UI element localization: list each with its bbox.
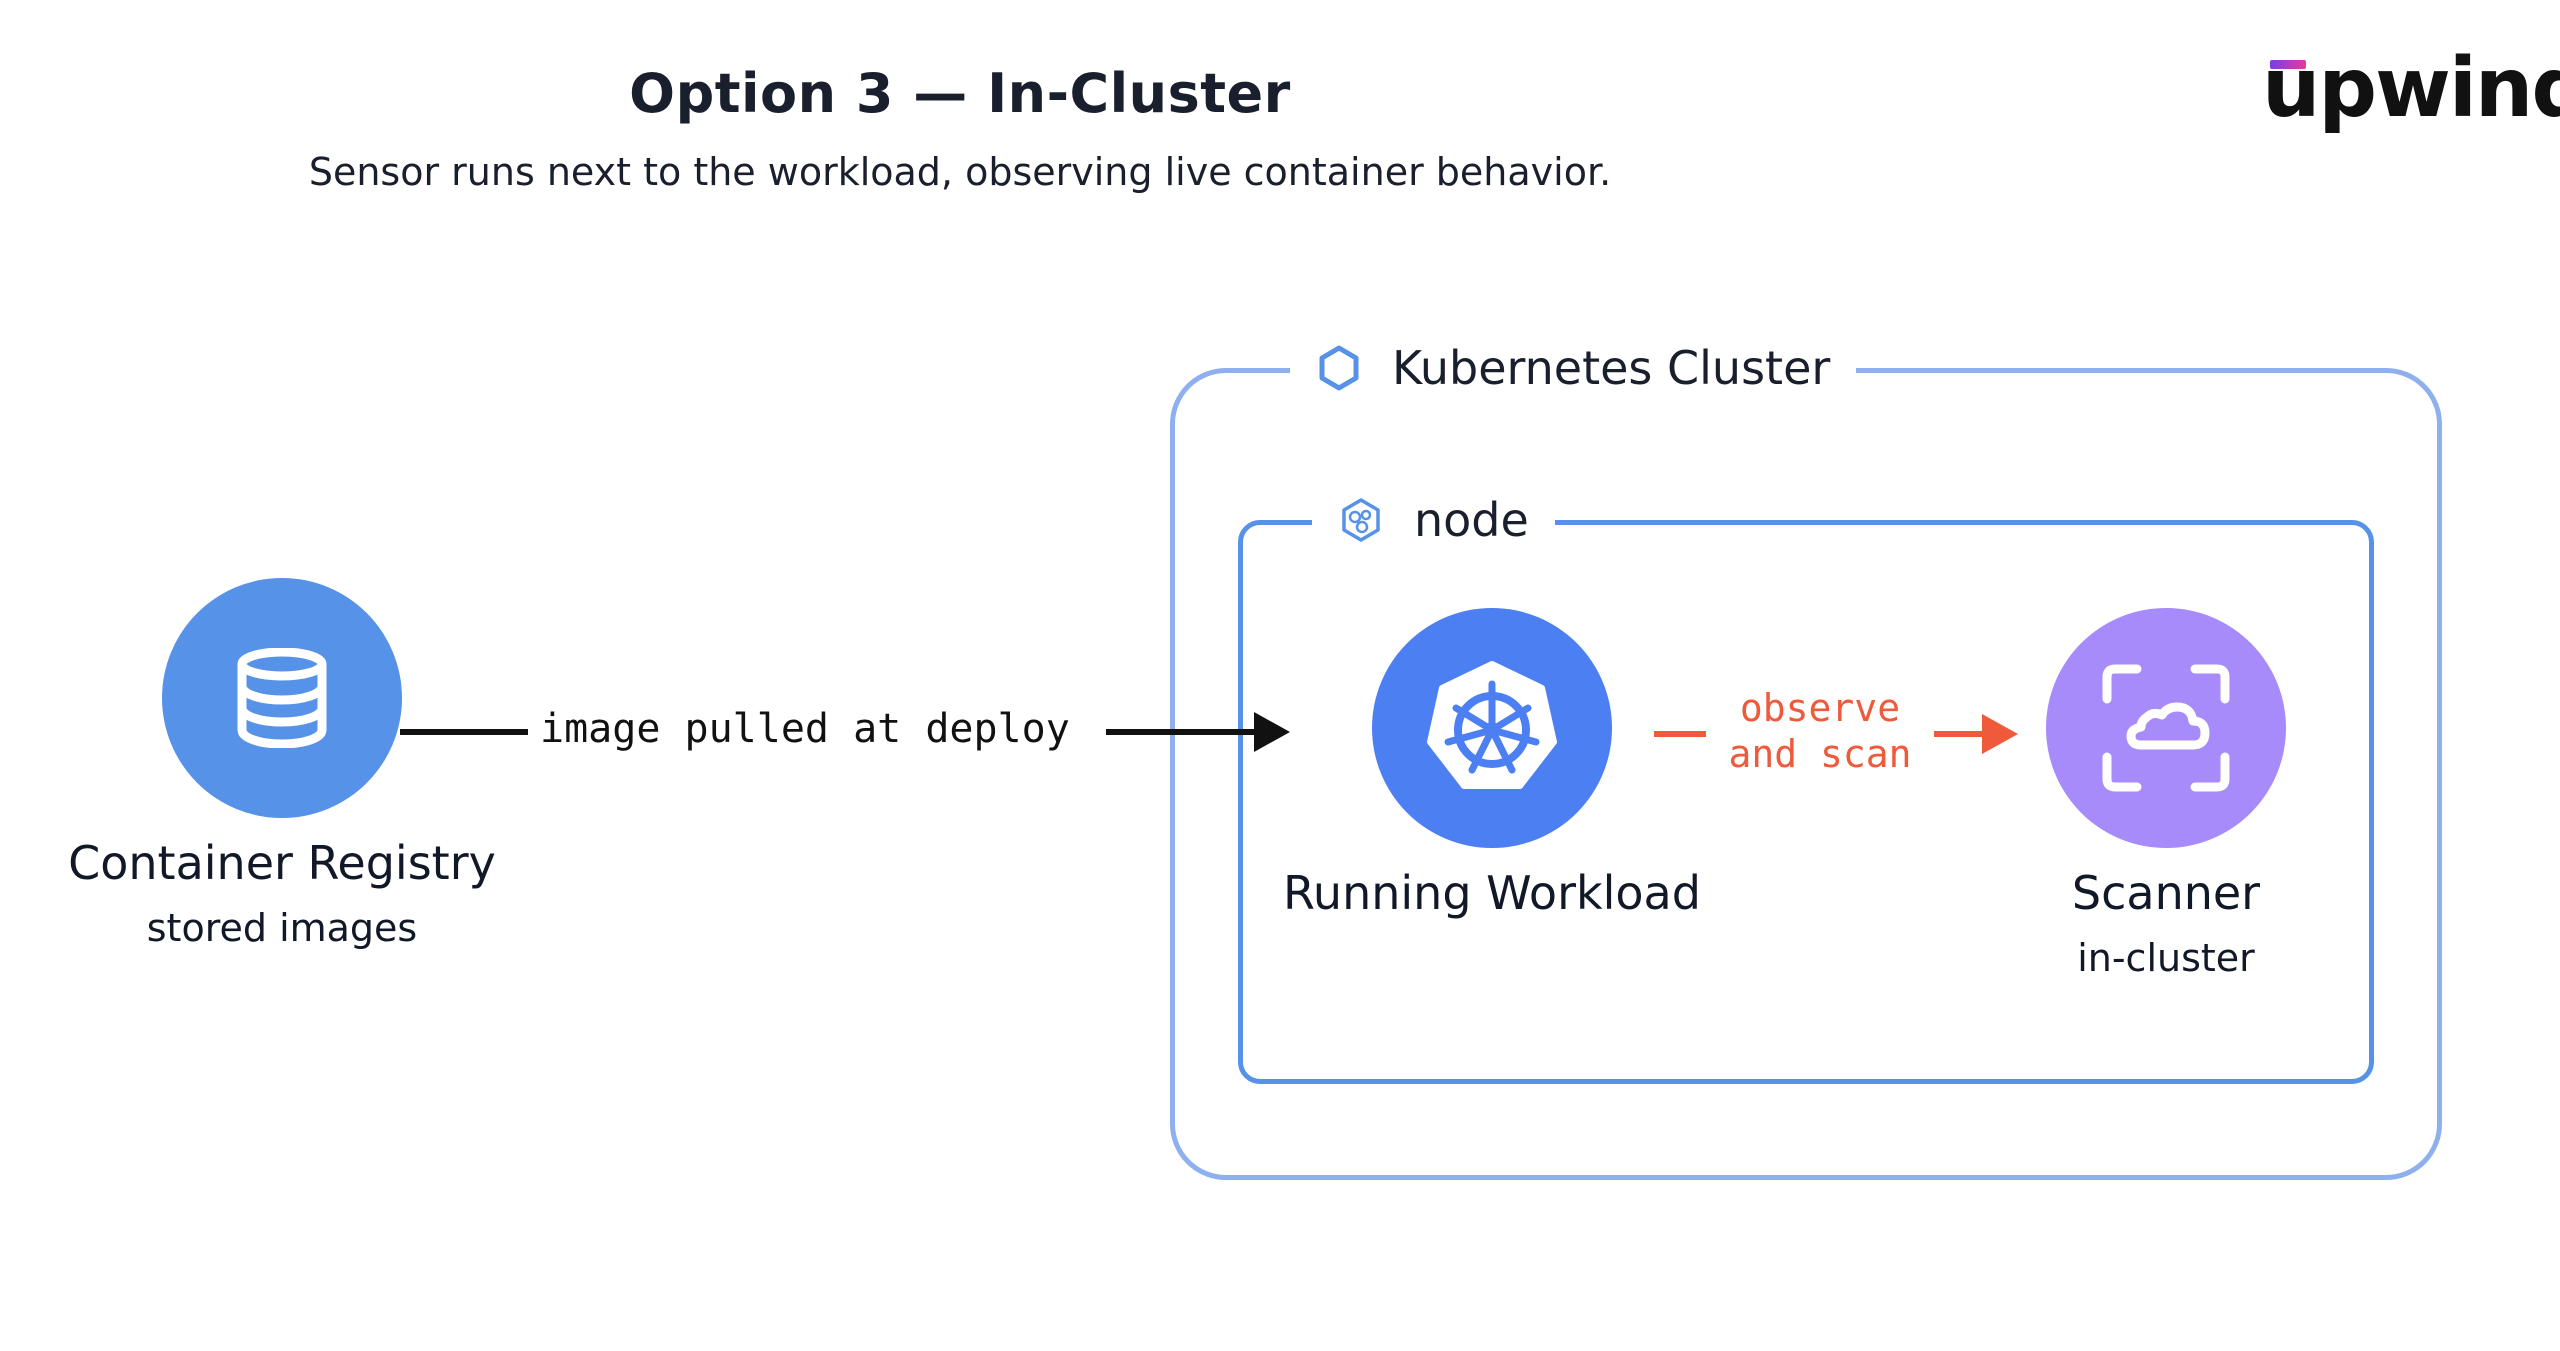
kubernetes-cluster-label: Kubernetes Cluster bbox=[1290, 336, 1857, 400]
scanner-node bbox=[2046, 608, 2286, 848]
pull-arrow-label: image pulled at deploy bbox=[540, 706, 1070, 752]
container-registry-node bbox=[162, 578, 402, 818]
diagram-title: Option 3 — In-Cluster bbox=[629, 62, 1291, 125]
scanner-subtitle: in-cluster bbox=[2077, 936, 2255, 980]
pull-arrow-line-left bbox=[400, 729, 528, 735]
diagram-subtitle: Sensor runs next to the workload, observ… bbox=[308, 150, 1612, 194]
kubernetes-helm-icon bbox=[1422, 658, 1562, 798]
container-registry-title: Container Registry bbox=[68, 836, 496, 890]
kubernetes-hexagon-icon bbox=[1316, 345, 1362, 391]
observe-label-line2: and scan bbox=[1728, 732, 1912, 776]
running-workload-title: Running Workload bbox=[1283, 866, 1701, 920]
scanner-title: Scanner bbox=[2071, 866, 2261, 920]
node-frame bbox=[1238, 520, 2374, 1084]
pull-arrowhead-icon bbox=[1254, 712, 1290, 752]
node-title: node bbox=[1414, 493, 1529, 547]
database-icon bbox=[234, 648, 330, 748]
observe-arrowhead-icon bbox=[1982, 714, 2018, 754]
observe-arrow-line-right bbox=[1934, 731, 1984, 737]
node-icon bbox=[1338, 497, 1384, 543]
cloud-scan-icon bbox=[2101, 663, 2231, 793]
pull-arrow-line-right bbox=[1106, 729, 1256, 735]
running-workload-node bbox=[1372, 608, 1612, 848]
observe-arrow-line-left bbox=[1654, 731, 1706, 737]
upwind-logo: upwind bbox=[2262, 41, 2560, 136]
logo-accent-bar bbox=[2270, 60, 2306, 69]
container-registry-subtitle: stored images bbox=[146, 906, 418, 950]
observe-label-line1: observe bbox=[1739, 686, 1901, 730]
kubernetes-cluster-title: Kubernetes Cluster bbox=[1392, 341, 1831, 395]
node-label: node bbox=[1312, 488, 1555, 552]
